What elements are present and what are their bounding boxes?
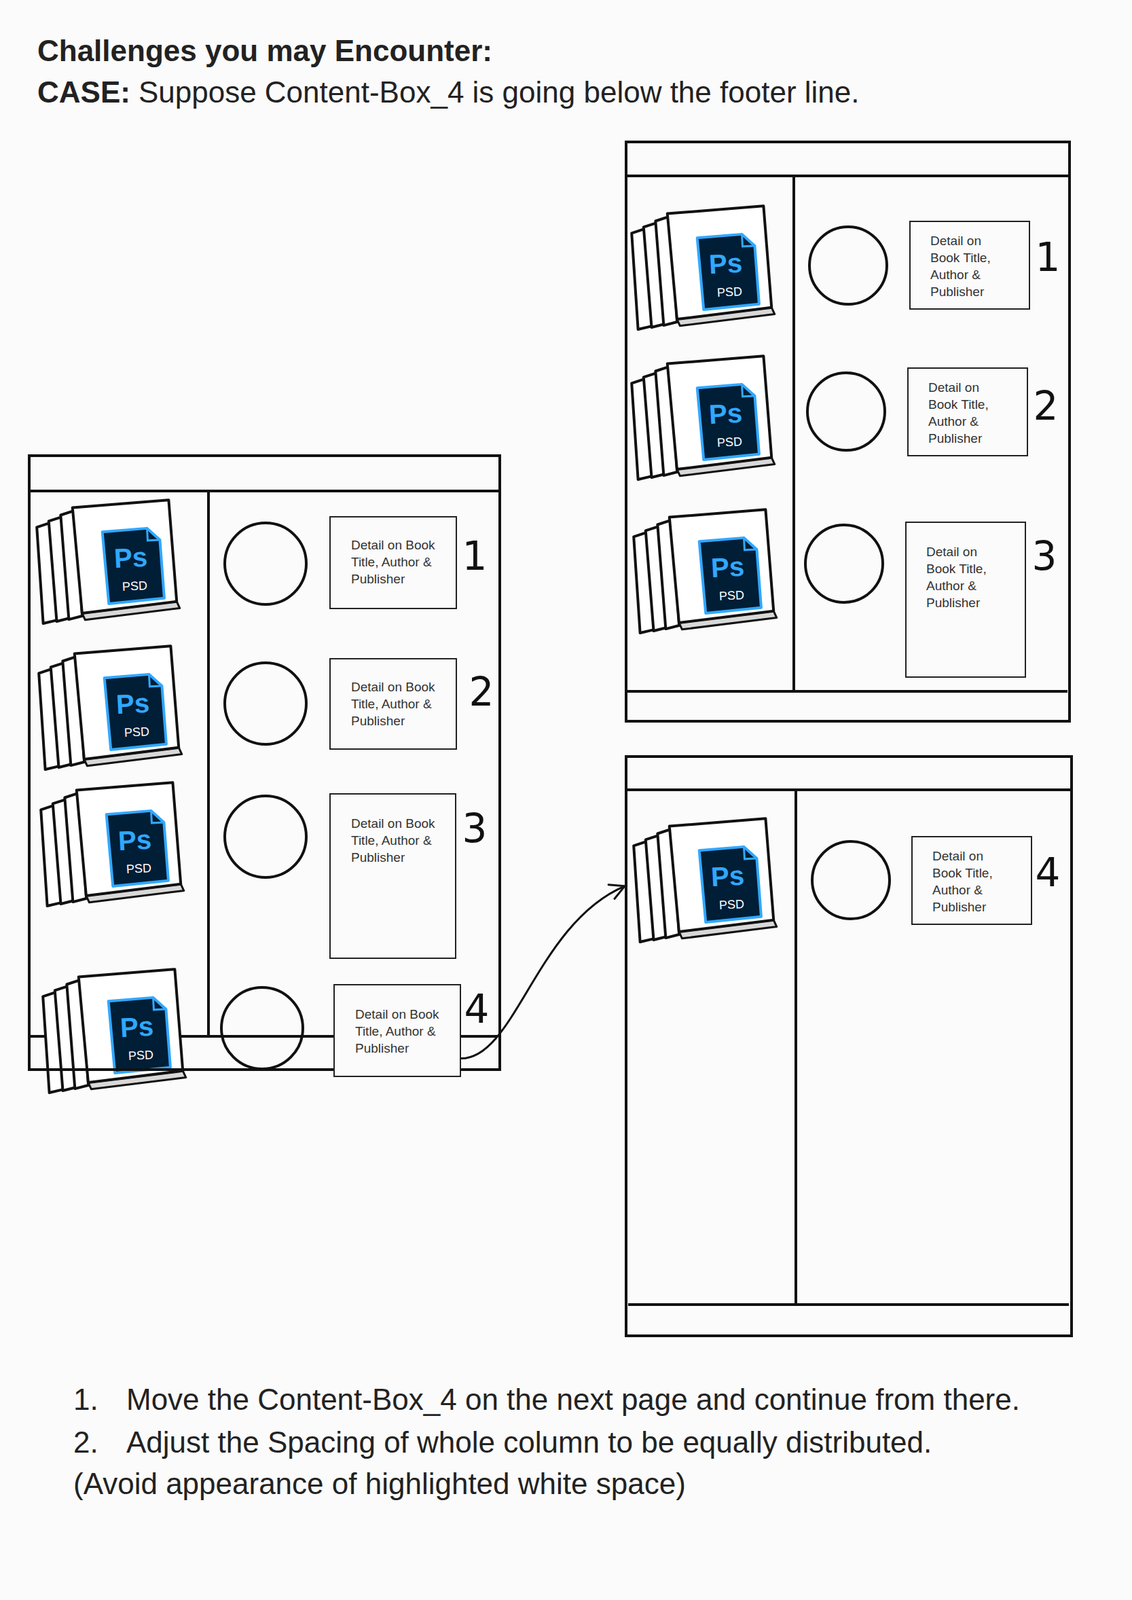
image-placeholder-circle	[812, 841, 890, 919]
callout-number: 3	[462, 808, 488, 849]
callout-number: 1	[1035, 237, 1061, 278]
case-line: CASE:Suppose Content-Box_4 is going belo…	[37, 75, 860, 111]
page-title: Challenges you may Encounter:	[37, 33, 493, 69]
psd-icon-label: Ps	[708, 861, 747, 891]
psd-book-icon	[630, 355, 776, 480]
psd-icon-label: Ps	[118, 1012, 156, 1042]
case-label: CASE:	[37, 75, 131, 109]
footer-line	[624, 689, 1068, 693]
psd-book-icon	[38, 645, 183, 770]
case-text: Suppose Content-Box_4 is going below the…	[138, 75, 860, 109]
image-placeholder-circle	[809, 226, 887, 305]
content-box: Detail on Book Title, Author & Publisher	[909, 220, 1031, 310]
instruction-text: 2.	[73, 1425, 99, 1460]
instruction-text: (Avoid appearance of highlighted white s…	[73, 1466, 686, 1502]
psd-icon-caption: PSD	[715, 285, 745, 299]
content-box: Detail on Book Title, Author & Publisher	[905, 521, 1027, 678]
psd-book-icon	[632, 818, 778, 942]
psd-icon-caption: PSD	[715, 435, 745, 449]
callout-number: 1	[462, 536, 488, 576]
content-text: Detail on Book Title, Author & Publisher	[351, 814, 453, 866]
instruction-text: Adjust the Spacing of whole column to be…	[126, 1425, 932, 1460]
psd-book-icon	[42, 969, 187, 1093]
page-frame: Detail on Book Title, Author & Publisher…	[27, 454, 502, 1071]
psd-icon-caption: PSD	[126, 1048, 156, 1063]
column-divider	[792, 175, 796, 692]
psd-icon-label: Ps	[706, 249, 745, 279]
image-placeholder-circle	[224, 662, 307, 745]
content-text: Detail on Book Title, Author & Publisher	[351, 536, 453, 588]
psd-book-icon	[35, 499, 181, 624]
psd-icon-label: Ps	[706, 399, 745, 429]
content-text: Detail on Book Title, Author & Publisher	[926, 543, 1003, 612]
content-text: Detail on Book Title, Author & Publisher	[928, 378, 1005, 447]
content-text: Detail on Book Title, Author & Publisher	[351, 678, 453, 730]
callout-number: 4	[1035, 852, 1061, 893]
psd-icon-label: Ps	[112, 543, 150, 573]
callout-number: 3	[1032, 536, 1058, 576]
psd-icon-caption: PSD	[717, 588, 747, 603]
content-box: Detail on Book Title, Author & Publisher	[333, 983, 462, 1077]
content-text: Detail on Book Title, Author & Publisher	[355, 1005, 458, 1057]
callout-number: 4	[464, 989, 490, 1029]
image-placeholder-circle	[224, 795, 307, 878]
callout-number: 2	[469, 672, 495, 712]
header-line	[624, 174, 1071, 178]
page-frame: Detail on Book Title, Author & Publisher…	[624, 140, 1071, 723]
psd-icon-caption: PSD	[122, 725, 152, 739]
psd-icon-label: Ps	[116, 825, 154, 855]
content-box: Detail on Book Title, Author & Publisher	[329, 658, 458, 750]
page-frame: Detail on Book Title, Author & Publisher	[624, 755, 1073, 1338]
psd-icon-caption: PSD	[124, 861, 154, 876]
content-text: Detail on Book Title, Author & Publisher	[930, 232, 1007, 301]
psd-book-icon	[40, 782, 185, 906]
psd-icon-caption: PSD	[717, 897, 747, 912]
arrow-line	[461, 886, 625, 1059]
psd-icon-caption: PSD	[120, 579, 150, 593]
psd-book-icon	[632, 509, 778, 633]
header-line	[624, 788, 1073, 792]
image-placeholder-circle	[805, 524, 883, 603]
footer-line	[628, 1303, 1069, 1306]
header-line	[27, 489, 502, 493]
image-placeholder-circle	[221, 987, 303, 1069]
instruction-text: 1.	[73, 1382, 99, 1418]
psd-book-icon	[630, 205, 776, 330]
column-divider	[794, 789, 798, 1305]
image-placeholder-circle	[807, 372, 885, 451]
content-box: Detail on Book Title, Author & Publisher	[329, 516, 458, 610]
psd-icon-label: Ps	[114, 689, 152, 719]
instruction-text: Move the Content-Box_4 on the next page …	[126, 1382, 1020, 1418]
content-box: Detail on Book Title, Author & Publisher	[907, 367, 1029, 457]
content-box: Detail on Book Title, Author & Publisher	[329, 793, 457, 959]
callout-number: 2	[1033, 386, 1059, 426]
image-placeholder-circle	[224, 522, 307, 605]
column-divider	[207, 490, 210, 1037]
flow-arrow	[461, 884, 625, 1059]
psd-icon-label: Ps	[708, 552, 747, 582]
arrow-head	[608, 884, 625, 900]
content-text: Detail on Book Title, Author & Publisher	[932, 847, 1009, 916]
content-box: Detail on Book Title, Author & Publisher	[911, 835, 1033, 925]
